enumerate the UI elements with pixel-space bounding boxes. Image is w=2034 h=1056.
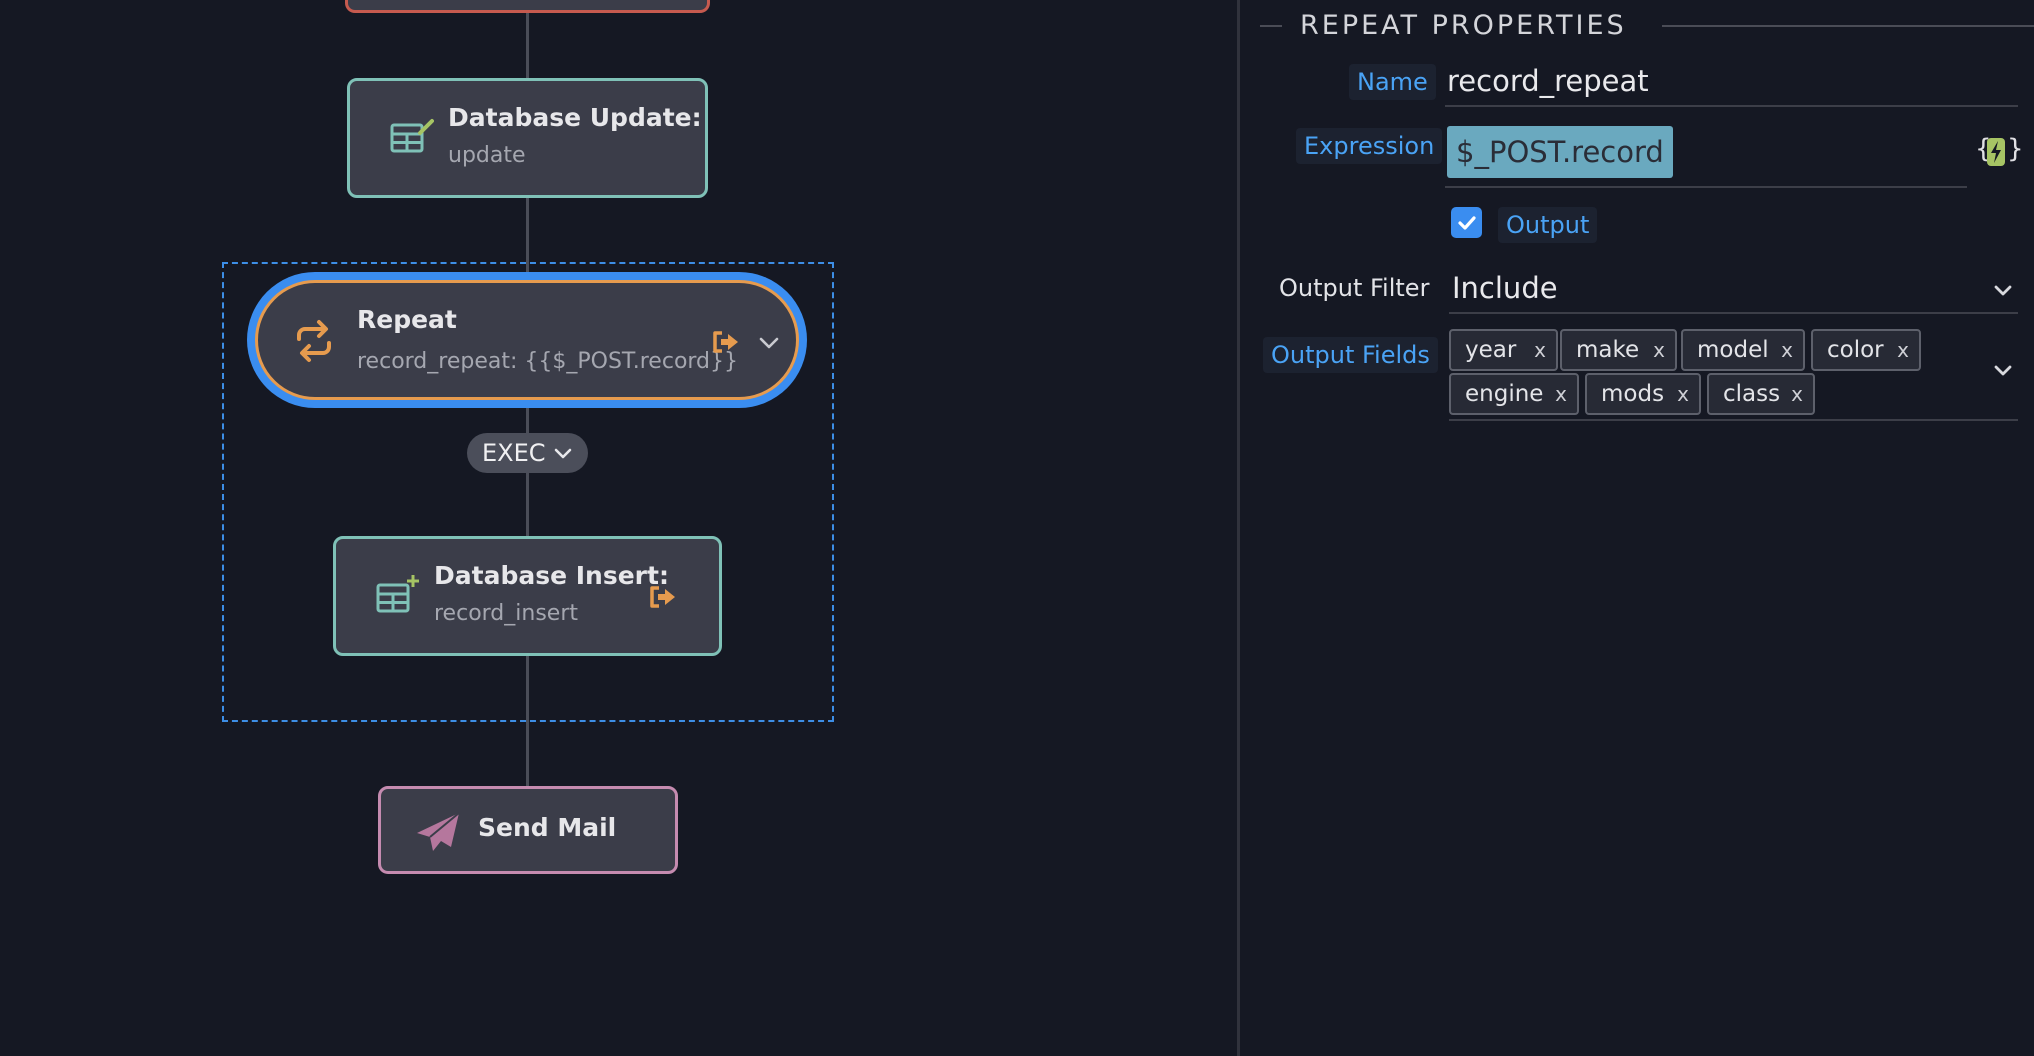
paper-plane-icon <box>415 811 461 857</box>
chevron-down-icon <box>554 448 571 459</box>
name-label: Name <box>1349 64 1436 100</box>
output-fields-label: Output Fields <box>1263 337 1438 373</box>
chevron-down-icon[interactable] <box>1988 276 2018 306</box>
remove-tag-icon[interactable]: x <box>1781 338 1793 362</box>
node-title: Database Update: <box>448 103 702 132</box>
field-tag-make[interactable]: make x <box>1560 329 1677 371</box>
connector <box>526 13 529 79</box>
divider <box>1662 25 2034 27</box>
input-underline <box>1445 105 2018 107</box>
remove-tag-icon[interactable]: x <box>1555 382 1567 406</box>
exec-label: EXEC <box>482 439 546 467</box>
name-input[interactable]: record_repeat <box>1447 64 1649 98</box>
divider <box>1260 25 1282 27</box>
node-subtitle: record_insert <box>434 601 578 626</box>
field-tag-model[interactable]: model x <box>1681 329 1805 371</box>
output-checkbox[interactable] <box>1451 207 1482 238</box>
remove-tag-icon[interactable]: x <box>1653 338 1665 362</box>
output-filter-select[interactable]: Include <box>1452 271 1558 305</box>
chevron-down-icon[interactable] <box>759 335 779 354</box>
panel-header: REPEAT PROPERTIES <box>1260 8 2034 44</box>
database-update-node[interactable]: Database Update: update <box>347 78 708 198</box>
node-title: Repeat <box>357 305 457 334</box>
field-tag-class[interactable]: class x <box>1707 373 1815 415</box>
table-add-icon <box>376 573 420 619</box>
output-filter-label: Output Filter <box>1279 274 1430 302</box>
field-tag-engine[interactable]: engine x <box>1449 373 1579 415</box>
field-tag-color[interactable]: color x <box>1811 329 1921 371</box>
output-exit-icon[interactable] <box>648 584 678 614</box>
select-underline <box>1449 312 2018 314</box>
repeat-icon <box>291 319 337 367</box>
exec-dropdown[interactable]: EXEC <box>467 433 588 473</box>
properties-panel: REPEAT PROPERTIES <box>1237 0 2034 1056</box>
select-underline <box>1449 419 2018 421</box>
flow-canvas[interactable]: Database Update: update Repeat record_re… <box>0 0 1237 1056</box>
remove-tag-icon[interactable]: x <box>1897 338 1909 362</box>
field-tag-year[interactable]: year x <box>1449 329 1558 371</box>
connector <box>526 655 529 790</box>
database-insert-node[interactable]: Database Insert: record_insert <box>333 536 722 656</box>
input-underline <box>1445 186 1967 188</box>
checkmark-icon <box>1458 216 1476 230</box>
node-subtitle: record_repeat: {{$_POST.record}} <box>357 349 739 374</box>
expression-input[interactable]: $_POST.record <box>1447 126 1673 178</box>
panel-title: REPEAT PROPERTIES <box>1300 10 1627 41</box>
remove-tag-icon[interactable]: x <box>1534 338 1546 362</box>
send-mail-node[interactable]: Send Mail <box>378 786 678 874</box>
remove-tag-icon[interactable]: x <box>1677 382 1689 406</box>
repeat-group-selection[interactable] <box>222 262 834 722</box>
node-title: Send Mail <box>478 813 617 842</box>
output-exit-icon[interactable] <box>711 329 741 359</box>
node-title: Database Insert: <box>434 561 669 590</box>
lightning-icon <box>1987 138 2005 166</box>
expression-label: Expression <box>1296 128 1443 164</box>
output-label[interactable]: Output <box>1498 207 1598 243</box>
chevron-down-icon[interactable] <box>1988 356 2018 386</box>
field-tag-mods[interactable]: mods x <box>1585 373 1701 415</box>
repeat-node[interactable]: Repeat record_repeat: {{$_POST.record}} <box>255 280 799 400</box>
node-subtitle: update <box>448 143 526 168</box>
previous-node[interactable] <box>345 0 710 13</box>
remove-tag-icon[interactable]: x <box>1791 382 1803 406</box>
connector <box>526 197 529 275</box>
dynamic-data-button[interactable]: { } <box>1975 134 2024 170</box>
table-edit-icon <box>390 117 434 161</box>
